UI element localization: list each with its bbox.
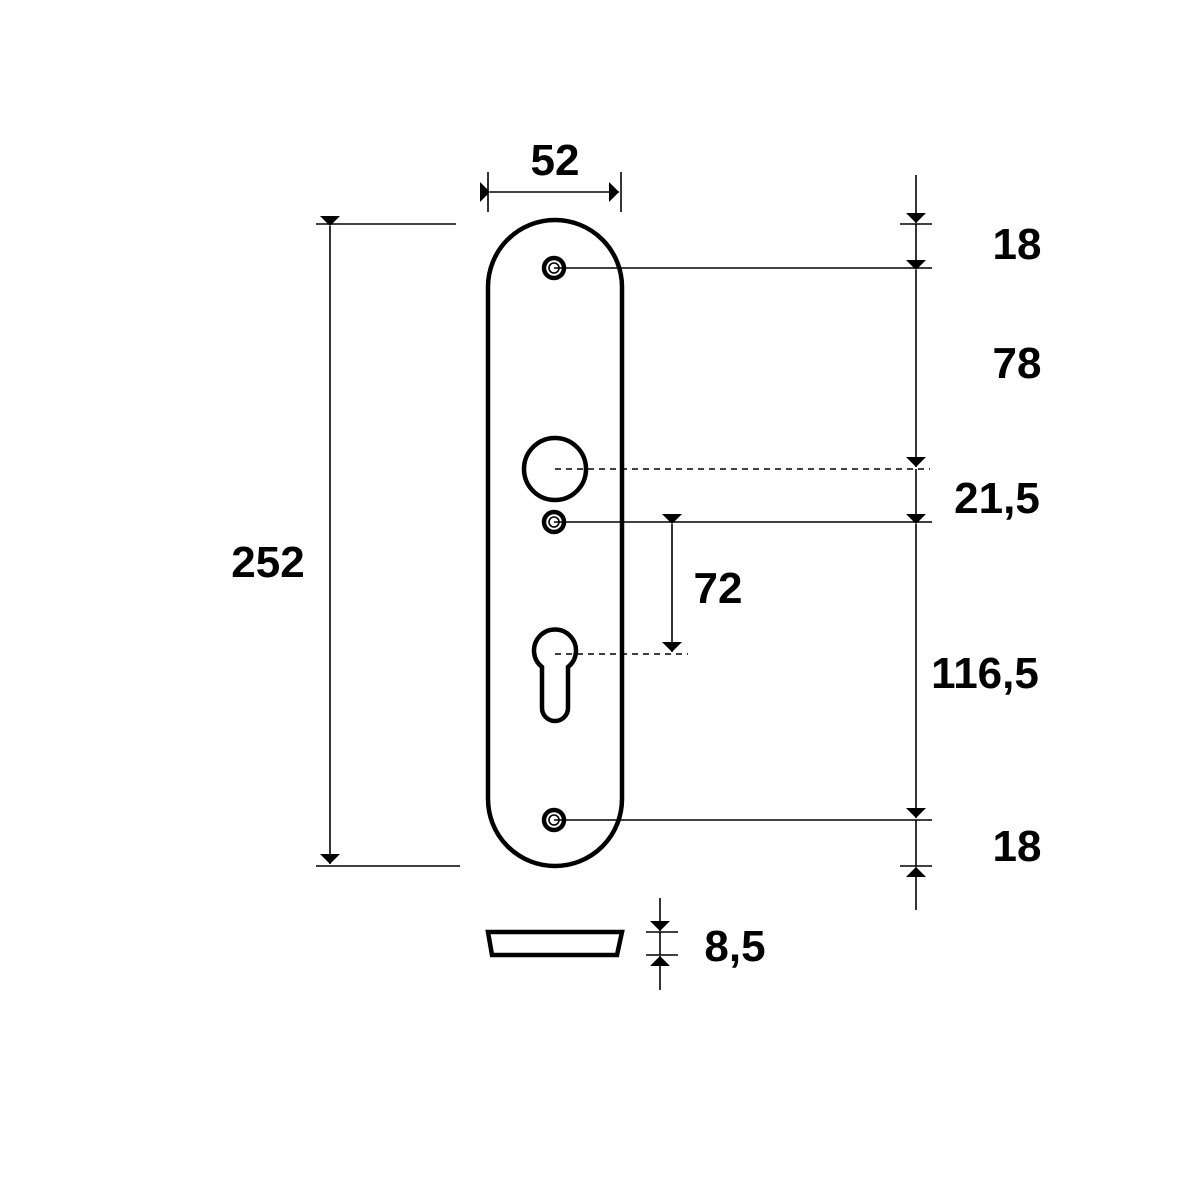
handle-hole [521, 435, 589, 503]
handle-keyhole-distance-label: 72 [694, 564, 743, 613]
top-screw-offset-label: 18 [993, 220, 1042, 269]
screw-to-handle-label: 78 [993, 339, 1042, 388]
plate-side-profile [485, 929, 625, 958]
handle-to-screw-label: 21,5 [954, 474, 1040, 523]
keyhole [531, 627, 579, 724]
thickness-label: 8,5 [704, 922, 765, 971]
height-label: 252 [231, 538, 304, 587]
width-label: 52 [531, 136, 580, 185]
bottom-screw-offset-label: 18 [993, 822, 1042, 871]
screw-to-screw-label: 116,5 [931, 649, 1039, 698]
plate-outline [485, 217, 625, 869]
